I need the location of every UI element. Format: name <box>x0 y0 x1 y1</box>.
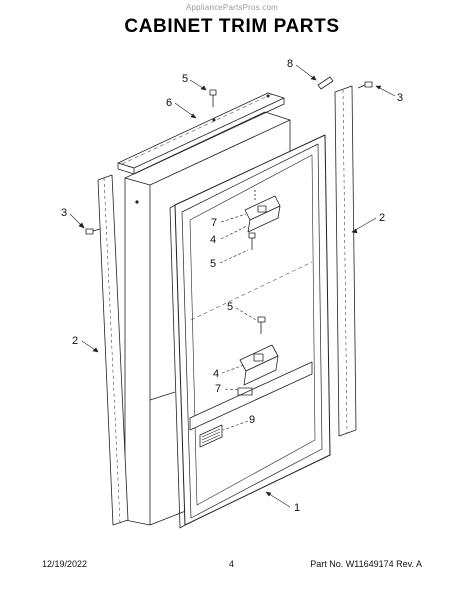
callout-8: 8 <box>287 58 293 70</box>
callouts: 1 2 2 3 3 4 4 5 5 5 6 7 7 8 9 <box>61 58 403 514</box>
upper-bracket <box>244 190 281 233</box>
screw-top-5 <box>209 89 217 107</box>
right-side-trim <box>334 85 357 437</box>
callout-6: 6 <box>166 97 172 109</box>
callout-2-left: 2 <box>72 335 78 347</box>
callout-5-top: 5 <box>182 73 188 85</box>
page-title: CABINET TRIM PARTS <box>124 16 340 37</box>
top-trim-strip <box>117 92 285 175</box>
screw-lower-5 <box>257 316 266 334</box>
door-frame <box>169 134 331 529</box>
callout-3-right: 3 <box>397 92 403 104</box>
callout-5-upper: 5 <box>210 258 216 270</box>
watermark: AppliancePartsPros.com <box>186 3 278 12</box>
callout-4-upper: 4 <box>210 234 216 246</box>
screw-left-3 <box>85 228 101 235</box>
lower-bracket <box>237 344 279 396</box>
screw-right-3 <box>357 81 373 89</box>
callout-9: 9 <box>249 414 255 426</box>
callout-5-lower: 5 <box>227 301 233 313</box>
callout-2-right: 2 <box>379 212 385 224</box>
callout-4-lower: 4 <box>213 368 219 380</box>
pin-8 <box>317 76 334 90</box>
callout-7-lower: 7 <box>215 383 221 395</box>
footer-page-number: 4 <box>229 559 235 569</box>
leader-lines <box>69 64 396 508</box>
screw-upper-5 <box>248 232 256 250</box>
callout-1: 1 <box>294 502 300 514</box>
left-side-trim <box>97 174 129 526</box>
callout-7-upper: 7 <box>211 217 217 229</box>
footer-part-number: Part No. W11649174 Rev. A <box>310 559 422 569</box>
rating-label <box>199 424 223 448</box>
callout-3-left: 3 <box>61 207 67 219</box>
footer-date: 12/19/2022 <box>42 559 88 569</box>
